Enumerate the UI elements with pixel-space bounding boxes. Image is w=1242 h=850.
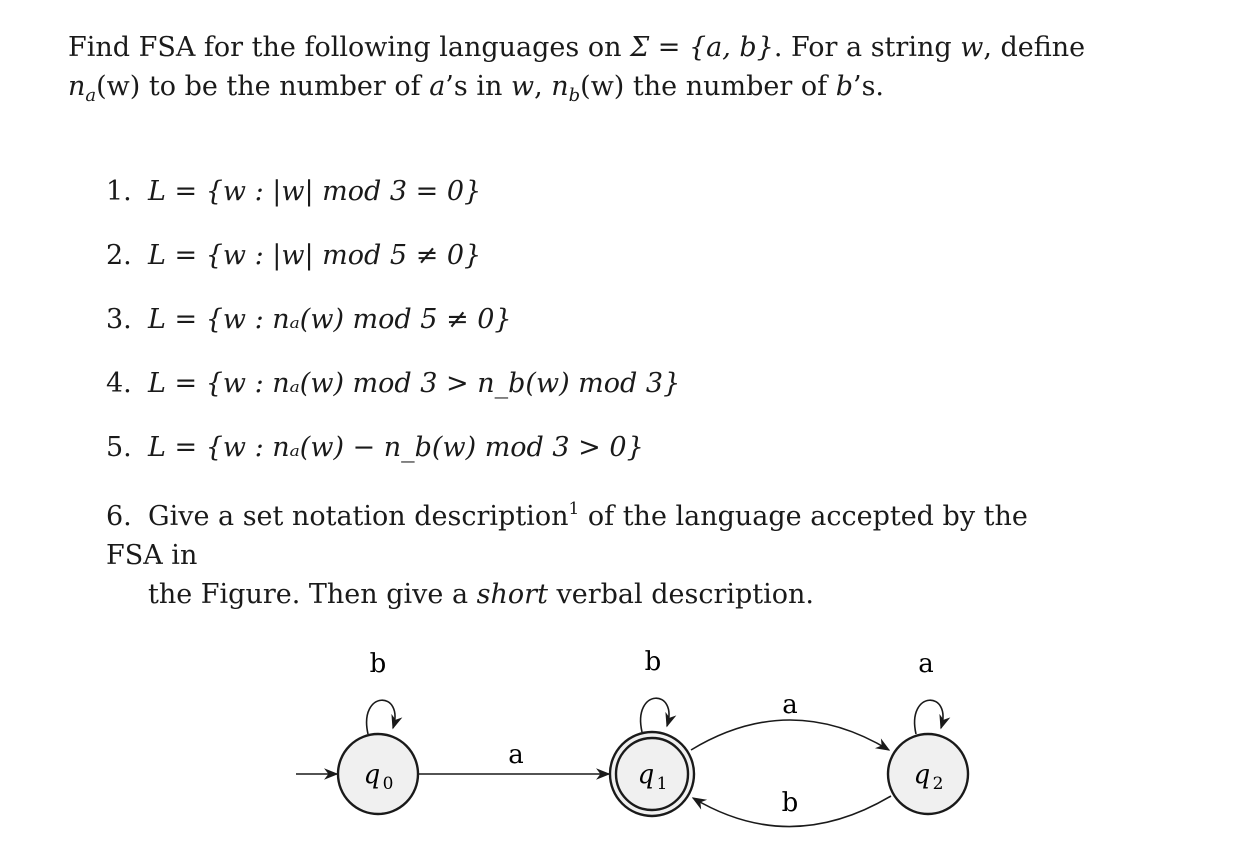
item-number: 5. <box>106 432 132 463</box>
self-loop-q0: b <box>365 649 403 735</box>
item-number: 3. <box>106 304 132 335</box>
list-item: 3. L = {w : nₐ(w) mod 5 ≠ 0} <box>106 304 512 335</box>
item-formula: L = {w : nₐ(w) mod 5 ≠ 0} <box>148 304 512 335</box>
item-formula: L = {w : |w| mod 5 ≠ 0} <box>148 240 482 271</box>
transition-label: a <box>782 690 798 720</box>
problem-intro: Find FSA for the following languages on … <box>68 28 1178 115</box>
state-subscript: 2 <box>933 774 944 794</box>
fsa-figure: a a b b b a q 0 q 1 q 2 <box>296 647 970 828</box>
var-n: n <box>551 71 569 102</box>
var-n: n <box>68 71 86 102</box>
item-number: 4. <box>106 368 132 399</box>
state-subscript: 1 <box>657 774 668 794</box>
list-item: 6. Give a set notation description1 of th… <box>106 490 1066 614</box>
item-text: verbal description. <box>547 579 815 610</box>
list-item: 2. L = {w : |w| mod 5 ≠ 0} <box>106 240 481 271</box>
state-subscript: 0 <box>383 774 394 794</box>
list-item: 5. L = {w : nₐ(w) − n_b(w) mod 3 > 0} <box>106 432 644 463</box>
transition-label: a <box>918 649 934 679</box>
emphasis: short <box>476 579 548 610</box>
item-formula: L = {w : |w| mod 3 = 0} <box>148 176 482 207</box>
transition-q2-q1: b <box>691 788 892 828</box>
transition-label: b <box>782 788 799 818</box>
footnote-marker[interactable]: 1 <box>568 499 580 519</box>
subscript: a <box>85 85 97 106</box>
subscript: b <box>568 85 581 106</box>
transition-q0-q1: a <box>419 740 611 780</box>
state-q2: q 2 <box>886 732 970 816</box>
self-loop-q1: b <box>639 647 677 733</box>
var-b: b <box>835 71 853 102</box>
item-formula: L = {w : nₐ(w) mod 3 > n_b(w) mod 3} <box>148 368 681 399</box>
intro-text: , define <box>983 32 1086 63</box>
state-label: q <box>638 760 655 790</box>
var-a: a <box>429 71 446 102</box>
state-label: q <box>364 760 381 790</box>
transition-label: b <box>370 649 387 679</box>
intro-text: . For a string <box>773 32 961 63</box>
list-item: 4. L = {w : nₐ(w) mod 3 > n_b(w) mod 3} <box>106 368 680 399</box>
transition-label: b <box>645 647 662 677</box>
intro-text: , <box>534 71 552 102</box>
item-number: 1. <box>106 176 132 207</box>
self-loop-q2: a <box>913 649 951 735</box>
intro-text: ’s. <box>852 71 885 102</box>
transition-q1-q2: a <box>690 690 891 751</box>
intro-text: (w) the number of <box>580 71 836 102</box>
var-w: w <box>960 32 984 63</box>
intro-line-2: na(w) to be the number of a’s in w, nb(w… <box>68 67 1178 115</box>
intro-line-1: Find FSA for the following languages on … <box>68 28 1178 67</box>
item-number: 2. <box>106 240 132 271</box>
list-item: 1. L = {w : |w| mod 3 = 0} <box>106 176 481 207</box>
item-number: 6. <box>106 501 132 532</box>
item-text: the Figure. Then give a <box>148 579 477 610</box>
intro-text: (w) to be the number of <box>96 71 430 102</box>
item-text: Give a set notation description <box>148 501 569 532</box>
state-q1-accepting: q 1 <box>608 730 696 818</box>
item-text: of the language accepted by the FSA in <box>106 501 1028 571</box>
state-q0: q 0 <box>336 732 420 816</box>
sigma-definition: Σ = {a, b} <box>630 32 774 63</box>
transition-label: a <box>508 740 524 770</box>
var-w: w <box>510 71 535 102</box>
item-formula: L = {w : nₐ(w) − n_b(w) mod 3 > 0} <box>148 432 644 463</box>
intro-text: Find FSA for the following languages on <box>68 32 631 63</box>
state-label: q <box>914 760 931 790</box>
intro-text: ’s in <box>445 71 511 102</box>
